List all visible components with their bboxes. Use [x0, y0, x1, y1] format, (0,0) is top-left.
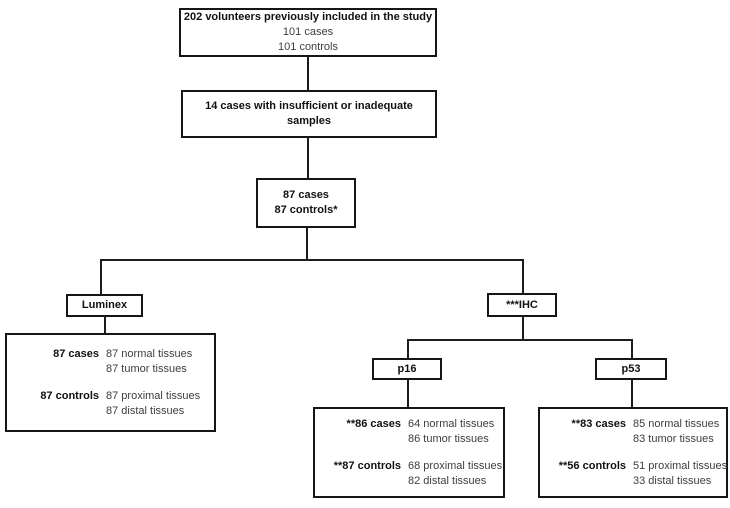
p16-controls-label: **87 controls	[333, 459, 401, 472]
node-luminex-detail: 87 cases 87 normal tissues 87 tumor tiss…	[5, 333, 216, 432]
luminex-cases-group: 87 cases 87 normal tissues 87 tumor tiss…	[7, 347, 214, 377]
luminex-controls-group: 87 controls 87 proximal tissues 87 dista…	[7, 389, 214, 419]
luminex-distal-tissues: 87 distal tissues	[106, 404, 185, 417]
volunteers-title: 202 volunteers previously included in th…	[183, 11, 433, 23]
connector-branch-ihc	[522, 259, 524, 294]
insufficient-line2: samples	[286, 115, 332, 127]
p16-controls-group: **87 controls 68 proximal tissues 82 dis…	[315, 459, 503, 489]
connector-eligible-branch	[306, 227, 308, 260]
luminex-cases-values: 87 normal tissues 87 tumor tissues	[106, 347, 192, 377]
p16-controls-values: 68 proximal tissues 82 distal tissues	[408, 459, 502, 489]
p16-normal-tissues: 64 normal tissues	[408, 417, 495, 430]
p16-label: p16	[397, 362, 417, 375]
connector-volunteers-insufficient	[307, 56, 309, 91]
connector-ihc-branch	[522, 316, 524, 340]
luminex-proximal-tissues: 87 proximal tissues	[106, 389, 201, 402]
connector-p16-detail	[407, 379, 409, 407]
luminex-tumor-tissues: 87 tumor tissues	[106, 362, 187, 375]
p53-controls-label: **56 controls	[558, 459, 626, 472]
p53-proximal-tissues: 51 proximal tissues	[633, 459, 728, 472]
p16-cases-values: 64 normal tissues 86 tumor tissues	[408, 417, 494, 447]
luminex-label: Luminex	[81, 299, 128, 311]
eligible-cases: 87 cases	[283, 189, 329, 201]
connector-branch-p16	[407, 339, 409, 359]
p53-label: p53	[621, 362, 641, 375]
node-luminex: Luminex	[66, 294, 143, 317]
connector-luminex-detail	[104, 316, 106, 334]
node-p16-detail: **86 cases 64 normal tissues 86 tumor ti…	[313, 407, 505, 498]
node-insufficient-samples: 14 cases with insufficient or inadequate…	[181, 90, 437, 138]
luminex-controls-values: 87 proximal tissues 87 distal tissues	[106, 389, 200, 419]
volunteers-controls: 101 controls	[278, 41, 338, 53]
p16-proximal-tissues: 68 proximal tissues	[408, 459, 503, 472]
connector-ihc-horizontal	[407, 339, 633, 341]
connector-branch-p53	[631, 339, 633, 359]
connector-branch-horizontal	[100, 259, 524, 261]
p16-cases-group: **86 cases 64 normal tissues 86 tumor ti…	[315, 417, 503, 447]
p16-cases-label: **86 cases	[346, 417, 401, 430]
p16-distal-tissues: 82 distal tissues	[408, 474, 487, 487]
node-p53: p53	[595, 358, 667, 380]
luminex-controls-label: 87 controls	[40, 389, 99, 402]
p16-tumor-tissues: 86 tumor tissues	[408, 432, 489, 445]
connector-p53-detail	[631, 379, 633, 407]
p53-cases-label: **83 cases	[571, 417, 626, 430]
node-p53-detail: **83 cases 85 normal tissues 83 tumor ti…	[538, 407, 728, 498]
luminex-cases-label: 87 cases	[53, 347, 99, 360]
connector-insufficient-eligible	[307, 137, 309, 179]
p53-cases-values: 85 normal tissues 83 tumor tissues	[633, 417, 719, 447]
insufficient-line1: 14 cases with insufficient or inadequate	[205, 100, 413, 112]
p53-distal-tissues: 33 distal tissues	[633, 474, 712, 487]
node-volunteers: 202 volunteers previously included in th…	[179, 8, 437, 57]
ihc-label: ***IHC	[506, 298, 538, 311]
p53-cases-group: **83 cases 85 normal tissues 83 tumor ti…	[540, 417, 726, 447]
p53-controls-group: **56 controls 51 proximal tissues 33 dis…	[540, 459, 727, 489]
p53-normal-tissues: 85 normal tissues	[633, 417, 720, 430]
connector-branch-luminex	[100, 259, 102, 295]
luminex-normal-tissues: 87 normal tissues	[106, 347, 193, 360]
node-eligible: 87 cases 87 controls*	[256, 178, 356, 228]
node-ihc: ***IHC	[487, 293, 557, 317]
p53-tumor-tissues: 83 tumor tissues	[633, 432, 714, 445]
volunteers-cases: 101 cases	[282, 26, 334, 38]
eligible-controls: 87 controls*	[274, 204, 338, 216]
p53-controls-values: 51 proximal tissues 33 distal tissues	[633, 459, 727, 489]
node-p16: p16	[372, 358, 442, 380]
